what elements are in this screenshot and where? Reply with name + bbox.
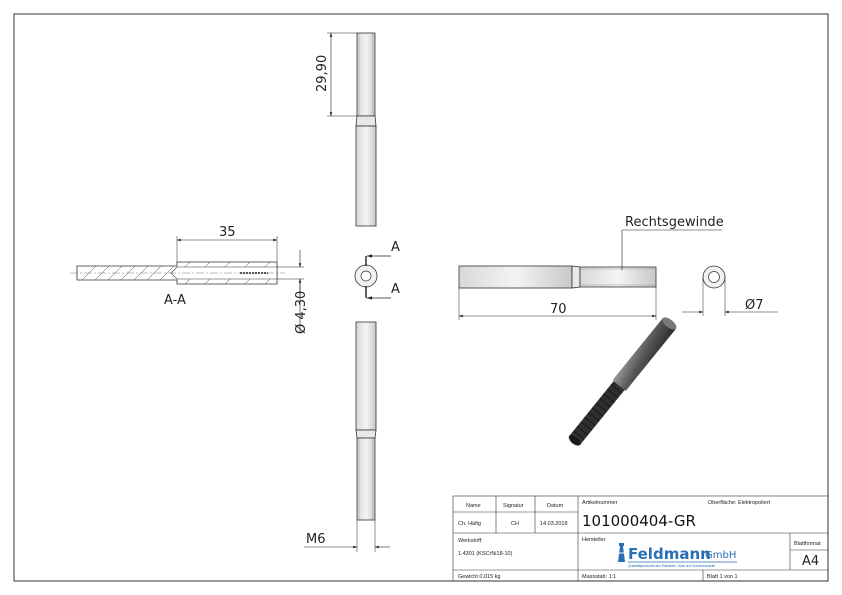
tb-sheet-label: Blatt 1 von 1 — [707, 574, 738, 580]
bottom-view-transition — [355, 429, 377, 439]
iso-thread-end — [568, 434, 582, 446]
logo-suffix: GmbH — [705, 550, 736, 561]
tb-format-label: Blattformat — [794, 541, 821, 547]
tb-date-header: Datum — [547, 503, 564, 509]
end-view-2-inner — [708, 271, 720, 283]
bottom-view-thread-part — [356, 437, 376, 521]
dim-label-thread-size: M6 — [306, 532, 326, 547]
tb-material-value: 1.4301 (KSCrNi18-10) — [458, 551, 513, 557]
isometric-view — [568, 317, 677, 446]
sheet-border — [13, 13, 829, 582]
side-view-sleeve — [458, 265, 573, 289]
section-label: A-A — [164, 293, 186, 308]
logo-text: Feldmann — [628, 545, 711, 563]
bottom-vertical-view: M6 — [304, 321, 390, 552]
tb-date-value: 14.03.2018 — [540, 521, 568, 527]
side-view-thread — [579, 266, 657, 288]
tb-surface-label: Oberfläche: Elektropoliert — [708, 500, 771, 506]
tb-material-label: Werkstoff: — [458, 538, 483, 544]
bottom-view-sleeve-part — [355, 321, 377, 431]
dim-label-section-depth: 35 — [219, 225, 236, 240]
cut-mark-bottom: A — [391, 282, 400, 297]
dim-label-total-length: 70 — [550, 302, 567, 317]
tb-article-label: Artikelnummer — [582, 500, 618, 506]
dim-label-outer-diameter: Ø7 — [745, 298, 764, 313]
top-view-thread-part — [356, 32, 376, 117]
tb-signature-value: CH — [511, 521, 519, 527]
tb-signature-header: Signatur — [503, 503, 524, 509]
cut-mark-top: A — [391, 240, 400, 255]
iso-sleeve-end — [662, 317, 677, 330]
title-block-text: Name Signatur Datum Ch. Häfig CH 14.03.2… — [458, 500, 821, 580]
tb-weight: Gewicht 0.015 kg — [458, 574, 501, 580]
right-side-view: Rechtsgewinde 70 — [458, 215, 724, 320]
section-view-a-a: 35 A-A Ø 4,30 — [70, 225, 309, 334]
tb-article-number: 101000404-GR — [582, 512, 696, 530]
tb-name-header: Name — [466, 503, 481, 509]
top-vertical-view: 29,90 — [315, 32, 377, 227]
dim-label-bore-diameter: Ø 4,30 — [294, 291, 309, 334]
tb-scale-label: Massstab: 1:1 — [582, 574, 616, 580]
thread-note: Rechtsgewinde — [625, 215, 724, 230]
tb-manufacturer-label: Hersteller — [582, 537, 606, 543]
logo-tagline: Qualitätsprodukte aus Edelstahl, Glas un… — [628, 564, 715, 568]
center-end-view: A A — [354, 240, 400, 300]
dim-label-thread-length: 29,90 — [315, 55, 330, 92]
tb-format-value: A4 — [802, 554, 819, 569]
end-view-inner — [360, 270, 372, 282]
side-view-transition — [571, 265, 581, 289]
lighthouse-icon — [618, 543, 625, 562]
iso-sleeve — [612, 318, 677, 391]
far-right-end-view: Ø7 — [682, 265, 778, 316]
top-view-sleeve-part — [355, 125, 377, 227]
top-view-transition — [355, 115, 377, 127]
feldmann-logo: Feldmann GmbH Qualitätsprodukte aus Edel… — [618, 543, 737, 568]
tb-name-value: Ch. Häfig — [458, 521, 481, 527]
title-block — [452, 495, 829, 582]
